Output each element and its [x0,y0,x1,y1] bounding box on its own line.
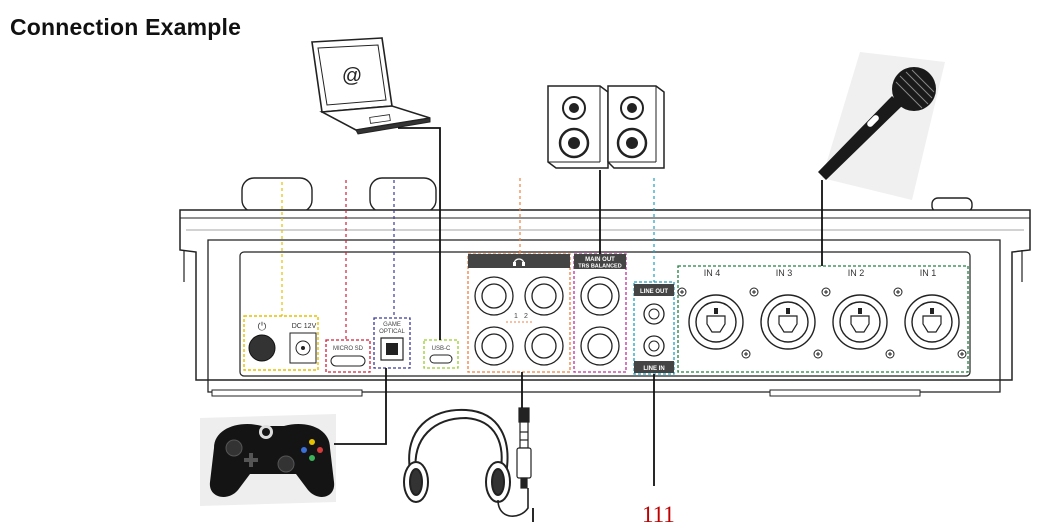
micro-sd-label: MICRO SD [333,346,364,352]
phones-output-group: 1 2 [467,253,571,373]
knob [369,177,437,213]
usb-c-label: USB-C [432,346,451,352]
laptop-at-symbol: @ [342,65,362,87]
xlr-combo-input: IN 1 [893,268,967,359]
input-label: IN 2 [848,268,865,278]
line-io-group: LINE OUT LINE IN [633,281,675,375]
foot [769,389,921,397]
rear-panel [207,239,1001,393]
micro-sd-group: MICRO SD [325,339,371,373]
input-label: IN 4 [704,268,721,278]
xlr-combo-input: IN 3 [749,268,823,359]
headphones-icon [403,408,529,517]
page-title: Connection Example [10,14,242,40]
xlr-combo-input: IN 2 [821,268,895,359]
input-label: IN 3 [776,268,793,278]
optical-label-1: GAME [383,322,401,328]
phones-number-2: 2 [524,313,528,320]
power-dc-group: ⏻ DC 12V [243,315,319,371]
connection-cables [281,127,823,522]
line-out-label: LINE OUT [640,289,668,295]
headphone-icon [513,258,525,266]
input-label: IN 1 [920,268,937,278]
xlr-combo-input: IN 4 [677,268,751,359]
trs-plug-icon [516,407,532,489]
power-button[interactable] [248,334,276,362]
speaker-icon [547,85,665,169]
trs-balanced-label: TRS BALANCED [578,264,621,270]
optical-label-2: OPTICAL [379,329,405,335]
line-in-caption: 111 [642,502,675,527]
line-in-label: LINE IN [643,366,664,372]
usb-c-group: USB-C [423,339,459,369]
phones-number-1: 1 [514,313,518,320]
power-icon: ⏻ [258,321,267,333]
foot [211,389,363,397]
dc-label: DC 12V [292,323,317,330]
usb-c-port [429,354,453,364]
xlr-inputs-group: IN 4 IN 3 IN 2 IN 1 [677,265,969,373]
micro-sd-slot [330,355,366,367]
microphone-icon [818,52,945,200]
laptop-icon: @ [311,37,431,135]
optical-group: GAME OPTICAL [373,317,411,369]
main-out-label: MAIN OUT [585,257,615,263]
knob [241,177,313,213]
game-controller-icon [200,414,336,506]
